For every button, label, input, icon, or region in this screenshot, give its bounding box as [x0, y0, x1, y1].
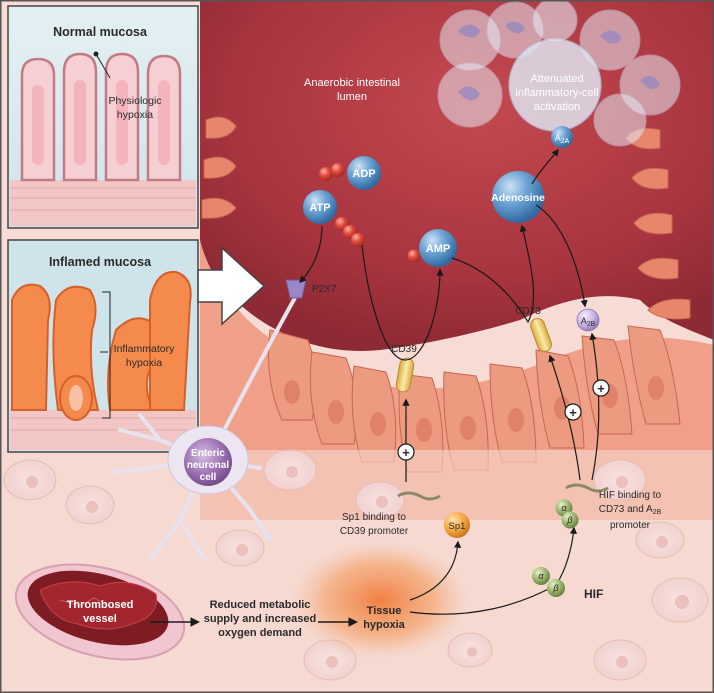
thrombosed-vessel [14, 563, 186, 661]
hypoxia-label-normal: hypoxia [117, 109, 153, 121]
attenuated-line3: activation [534, 101, 580, 113]
atp-label: ATP [309, 202, 330, 214]
hif-bound-beta: β [566, 515, 572, 525]
red-spheres-amp [407, 249, 421, 263]
inflammatory-cells [437, 0, 681, 147]
cd73-enzyme [530, 318, 552, 352]
tissue-line2: hypoxia [363, 619, 405, 631]
cd39-enzyme [395, 357, 415, 393]
red-spheres-adp [319, 163, 345, 181]
sp1-line1: Sp1 binding to [342, 512, 406, 523]
hif-bound-alpha: α [561, 503, 567, 513]
cd73-a2b-promoter [565, 483, 609, 493]
sp1-line2: CD39 promoter [340, 526, 409, 537]
reduced-line2: supply and increased [204, 613, 316, 625]
cd73-label: CD73 [515, 306, 541, 317]
atp-sphere [303, 190, 337, 224]
inflammatory-label: Inflammatory [114, 343, 175, 355]
sp1-name: Sp1 [449, 521, 466, 532]
a2a-label: A2A [555, 133, 570, 145]
cell-label: cell [200, 472, 217, 483]
enteric-neuronal-cell: Enteric neuronal cell [108, 294, 298, 562]
attenuated-line1: Attenuated [530, 73, 583, 85]
a2b-receptor [576, 308, 600, 332]
hif-line3: promoter [610, 520, 651, 531]
cd39-promoter [397, 491, 441, 501]
plus-a2b: + [597, 381, 605, 396]
plus-markers [397, 379, 610, 461]
a2b-label: A2B [581, 316, 596, 328]
hif-bound [555, 499, 579, 529]
hif-free [532, 567, 565, 597]
amp-sphere [419, 229, 457, 267]
lumen-line2: lumen [337, 91, 367, 103]
attenuated-line2: inflammatory-cell [515, 87, 598, 99]
zoom-arrow [197, 246, 266, 326]
plus-sp1: + [402, 445, 410, 460]
lumen-line1: Anaerobic intestinal [304, 77, 400, 89]
red-spheres-atp [335, 217, 365, 247]
hif-free-beta: β [552, 583, 558, 593]
tissue-hypoxia-cloud [290, 540, 470, 660]
vessel-line2: vessel [83, 613, 117, 625]
adenosine-label: Adenosine [491, 192, 545, 204]
reduced-line1: Reduced metabolic [210, 599, 311, 611]
hif-free-alpha: α [538, 571, 544, 581]
enteric-label: Enteric [191, 448, 225, 459]
neuronal-label: neuronal [187, 460, 229, 471]
a2a-receptor [551, 126, 573, 148]
inflamed-mucosa-title: Inflamed mucosa [49, 255, 152, 269]
adenosine-sphere [492, 171, 544, 223]
vessel-line1: Thrombosed [67, 599, 134, 611]
tissue-line1: Tissue [367, 605, 402, 617]
normal-mucosa-title: Normal mucosa [53, 25, 148, 39]
hif-line2: CD73 and A2B [599, 504, 662, 516]
p2x7-label: P2X7 [312, 284, 337, 295]
inflamed-mucosa-panel: Inflamed mucosa Inflammatory hypoxia [7, 239, 199, 453]
adp-label: ADP [352, 168, 375, 180]
normal-mucosa-panel: Normal mucosa Physiologic hypoxia [7, 5, 199, 229]
pathway-arrows [298, 148, 600, 615]
hif-line1: HIF binding to [599, 490, 662, 501]
hypoxia-label-inflamed: hypoxia [126, 357, 162, 369]
adp-sphere [347, 156, 381, 190]
physiologic-label: Physiologic [108, 95, 161, 107]
amp-label: AMP [426, 243, 450, 255]
plus-cd73: + [569, 405, 577, 420]
sp1-factor [444, 512, 470, 538]
cd39-label: CD39 [391, 344, 417, 355]
hif-name: HIF [584, 587, 603, 601]
reduced-line3: oxygen demand [218, 627, 302, 639]
